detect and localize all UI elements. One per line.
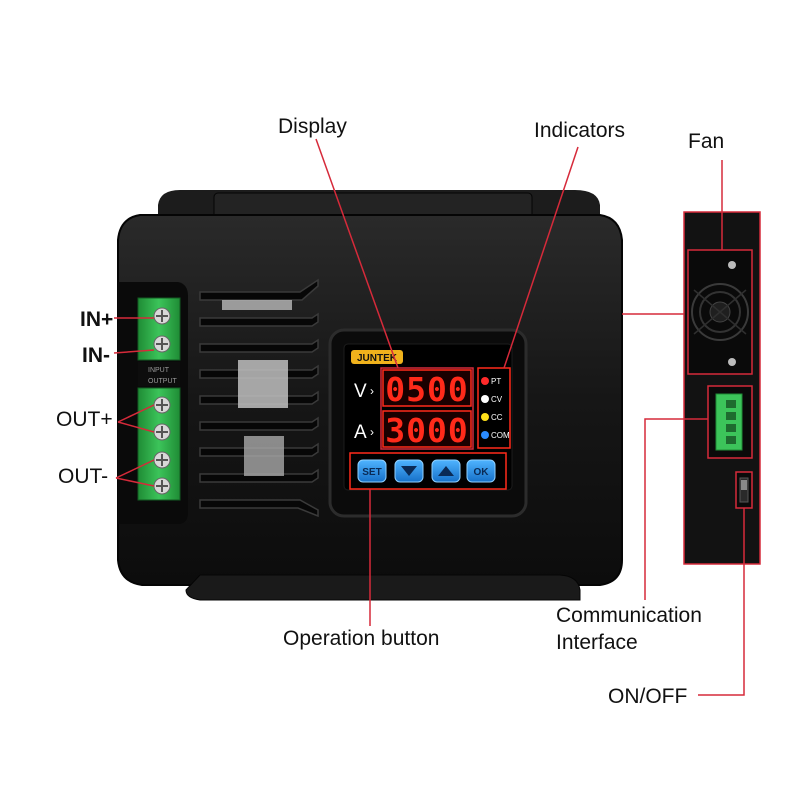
indicator-pt-led: [481, 377, 489, 385]
down-button[interactable]: [394, 459, 424, 483]
communication-label-line2: Interface: [556, 631, 638, 654]
operation-button-panel: SET OK: [349, 452, 507, 490]
indicator-com-label: COM: [491, 431, 510, 440]
on-off-callout-label: ON/OFF: [608, 685, 688, 708]
set-button[interactable]: SET: [357, 459, 387, 483]
power-switch: [735, 471, 753, 509]
set-button-label: SET: [362, 467, 381, 478]
callout-lines: [113, 138, 745, 696]
voltage-readout: 0500: [385, 370, 468, 409]
indicator-panel: PT CV CC COM: [477, 367, 511, 449]
voltage-symbol: V: [354, 381, 367, 402]
indicator-cc-led: [481, 413, 489, 421]
brand-label: JUNTEK: [357, 353, 398, 364]
display-highlight: [380, 367, 474, 450]
out-minus-callout-label: OUT-: [58, 465, 109, 488]
terminal-output-label: OUTPUT: [148, 378, 178, 385]
in-minus-callout-label: IN-: [82, 344, 110, 367]
out-plus-callout-label: OUT+: [56, 408, 113, 431]
current-readout: 3000: [385, 411, 468, 450]
communication-port: [707, 385, 753, 459]
communication-label-line1: Communication: [556, 604, 702, 627]
terminal-input-label: INPUT: [148, 367, 170, 374]
ok-button-label: OK: [474, 467, 490, 478]
fan-callout-label: Fan: [688, 130, 725, 153]
ok-button[interactable]: OK: [466, 459, 496, 483]
operation-button-callout-label: Operation button: [283, 627, 440, 650]
indicator-cc-label: CC: [491, 413, 503, 422]
brand-badge: JUNTEK: [351, 350, 403, 364]
indicator-cv-label: CV: [491, 395, 503, 404]
current-symbol: A: [354, 422, 367, 443]
indicators-callout-label: Indicators: [534, 119, 626, 142]
terminal-blocks: INPUT OUTPUT: [137, 297, 181, 501]
up-arrow-icon: [438, 466, 454, 476]
current-arrow: ›: [370, 425, 374, 439]
indicator-com-led: [481, 431, 489, 439]
indicator-cv-led: [481, 395, 489, 403]
down-arrow-icon: [401, 466, 417, 476]
fan-icon: [687, 249, 753, 375]
voltage-arrow: ›: [370, 384, 374, 398]
in-plus-callout-label: IN+: [80, 308, 114, 331]
indicator-pt-label: PT: [491, 377, 501, 386]
up-button[interactable]: [431, 459, 461, 483]
power-supply-side: [683, 211, 761, 565]
display-callout-label: Display: [278, 115, 347, 138]
communication-interface-callout-label: Communication Interface: [556, 602, 702, 656]
